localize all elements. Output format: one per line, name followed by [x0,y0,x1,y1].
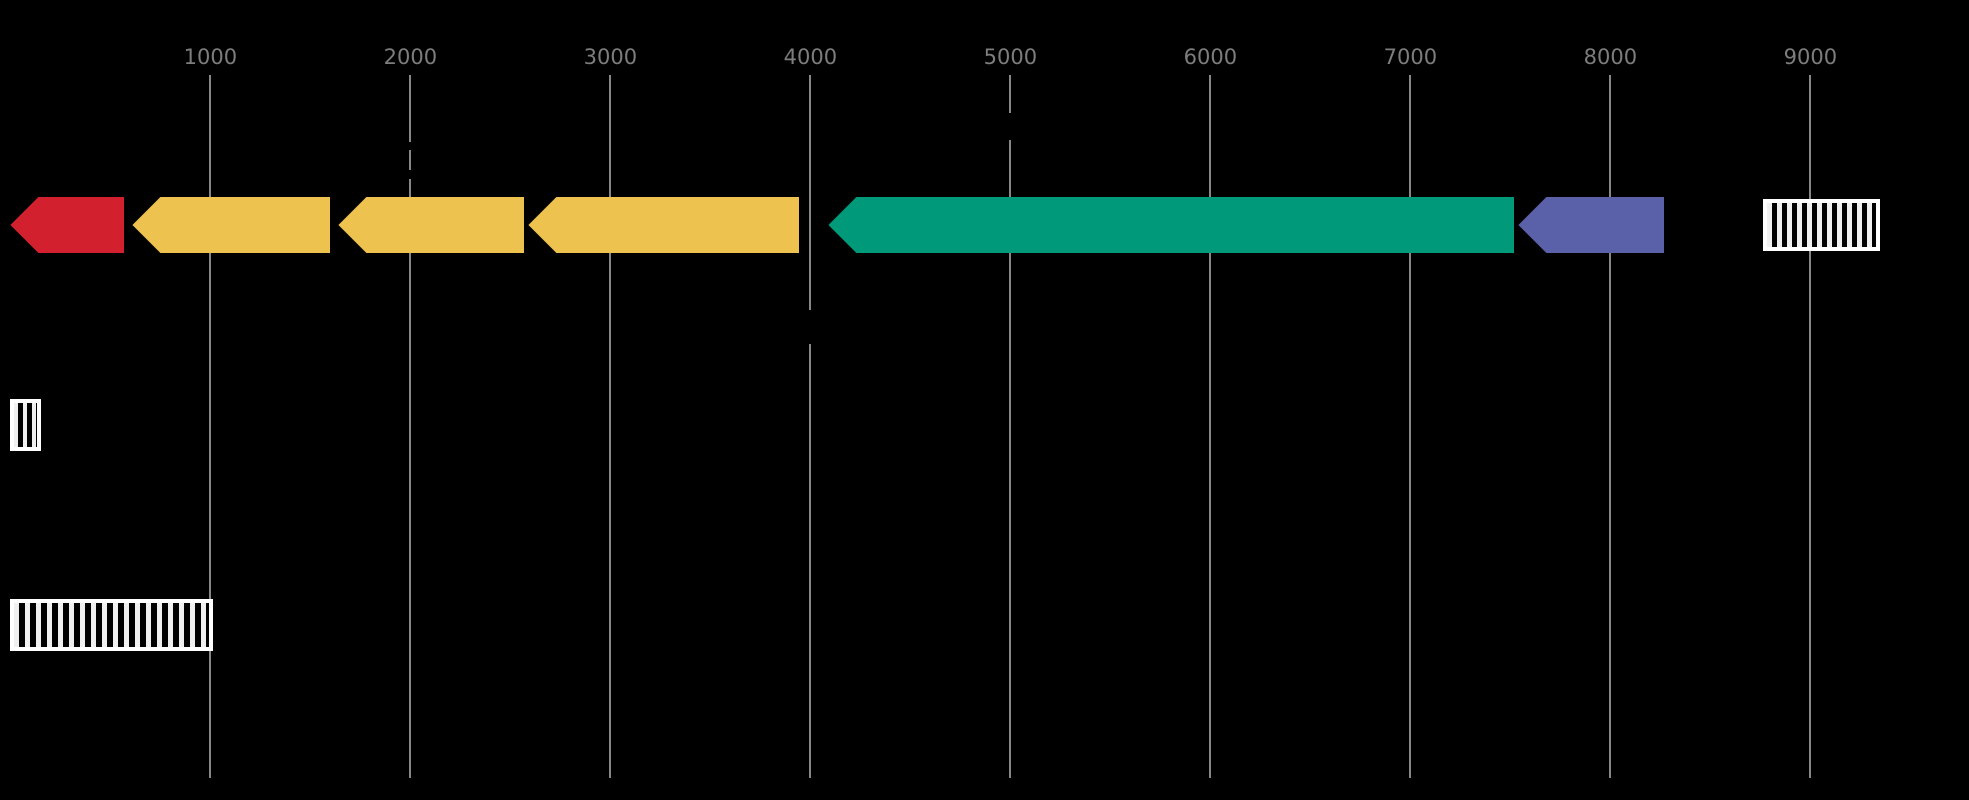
hatched-box-right [1763,199,1881,251]
tick-label-4000: 4000 [783,45,838,69]
gridline-6000 [1209,75,1212,778]
tick-label-3000: 3000 [583,45,638,69]
tick-label-7000: 7000 [1383,45,1438,69]
hatched-box-small [10,399,42,451]
gridline-gap-3 [807,310,814,344]
hatched-box-large [10,599,214,651]
gridline-1000 [209,75,212,778]
gridline-2000 [409,75,412,778]
gridline-gap-1 [407,142,414,150]
gridline-9000 [1809,75,1812,778]
gene-arrow-purple [1518,197,1665,253]
tick-label-6000: 6000 [1183,45,1238,69]
gridline-5000 [1009,75,1012,778]
gene-arrow-yellow-3 [528,197,800,253]
gene-arrow-yellow-2 [338,197,525,253]
gridline-gap-4 [1007,113,1014,140]
tick-label-5000: 5000 [983,45,1038,69]
gene-arrow-green [828,197,1515,253]
tick-label-2000: 2000 [383,45,438,69]
tick-label-8000: 8000 [1583,45,1638,69]
tick-label-9000: 9000 [1783,45,1838,69]
tick-label-1000: 1000 [183,45,238,69]
gridline-4000 [809,75,812,778]
gridline-3000 [609,75,612,778]
gene-arrow-yellow-1 [132,197,331,253]
gridline-gap-2 [407,170,414,179]
gridline-7000 [1409,75,1412,778]
gridline-8000 [1609,75,1612,778]
gene-arrow-red [10,197,125,253]
